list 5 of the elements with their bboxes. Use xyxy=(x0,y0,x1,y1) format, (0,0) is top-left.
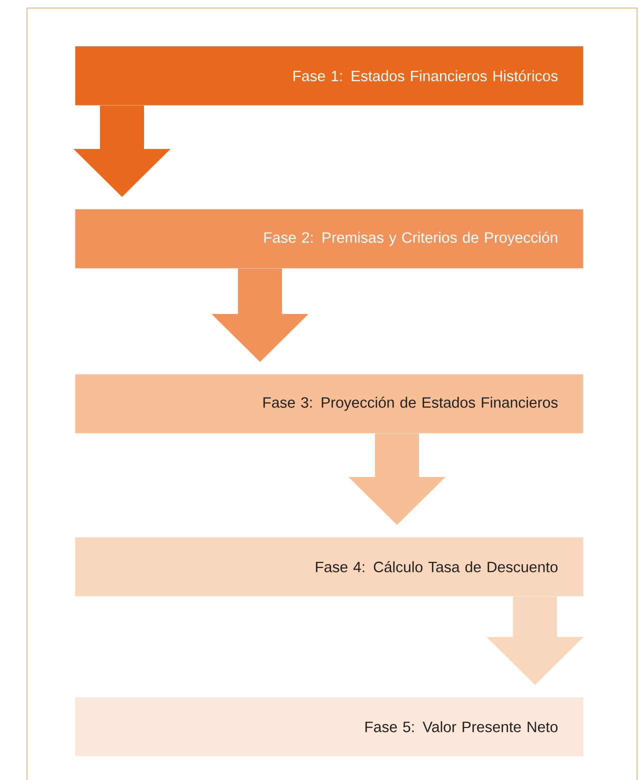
phase-box: Fase 1: Estados Financieros Históricos xyxy=(75,46,584,106)
phase-box: Fase 4: Cálculo Tasa de Descuento xyxy=(75,537,584,596)
phase-box: Fase 3: Proyección de Estados Financieros xyxy=(75,374,584,434)
phase-box: Fase 2: Premisas y Criterios de Proyección xyxy=(75,209,584,268)
phase-box: Fase 5: Valor Presente Neto xyxy=(75,697,584,756)
